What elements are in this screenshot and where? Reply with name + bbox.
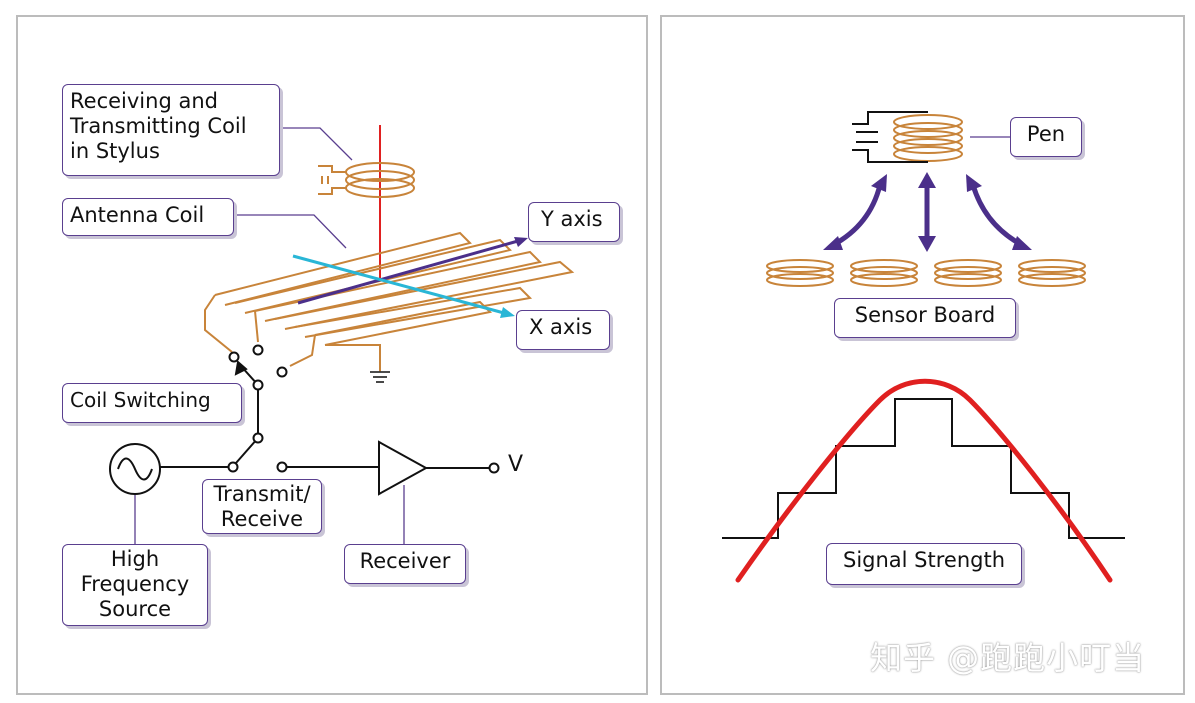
- amplifier-triangle-icon: [378, 440, 429, 496]
- stylus-coil-label-line-2: Transmitting Coil: [70, 114, 247, 138]
- sensor-board-label: Sensor Board: [834, 298, 1016, 338]
- transmit-receive-switch-icon: [227, 432, 288, 473]
- x-axis-label-text: X axis: [529, 315, 593, 339]
- hf-source-label-line-1: High: [110, 547, 160, 571]
- stylus-label-leader: [278, 127, 353, 161]
- y-axis-label: Y axis: [528, 202, 620, 242]
- stylus-coil-label-line-1: Receiving and: [70, 89, 218, 113]
- hf-source-label: High Frequency Source: [62, 544, 208, 626]
- x-axis-arrow: [292, 254, 505, 315]
- antenna-label-leader: [234, 214, 347, 249]
- sensor-coil-2-icon: [850, 259, 918, 287]
- stylus-coil-icon: [318, 162, 415, 198]
- receiver-label-text: Receiver: [359, 549, 451, 573]
- output-terminal: [488, 462, 500, 474]
- coil-switching-label-text: Coil Switching: [70, 388, 211, 412]
- arrowhead-right-down: [1012, 236, 1032, 250]
- pen-coil-icon: [852, 111, 963, 163]
- sensor-coil-3-icon: [934, 259, 1002, 287]
- pen-label-text: Pen: [1026, 122, 1066, 146]
- receiver-label: Receiver: [344, 544, 466, 584]
- x-axis-label: X axis: [516, 310, 610, 350]
- coil-switch-icon: [228, 344, 288, 438]
- ground-icon: [370, 371, 390, 383]
- pen-label: Pen: [1010, 117, 1082, 157]
- watermark-text: 知乎 @跑跑小叮当: [870, 639, 1146, 677]
- antenna-coil-label: Antenna Coil: [62, 198, 234, 236]
- y-axis-arrowhead: [514, 237, 528, 247]
- hf-source-label-line-2: Frequency: [80, 572, 190, 596]
- arrowhead-mid-up: [918, 172, 936, 188]
- signal-strength-curve: [735, 378, 1113, 583]
- output-voltage-label: V: [508, 452, 524, 477]
- hf-source-label-line-3: Source: [98, 597, 172, 621]
- stylus-coil-label: Receiving and Transmitting Coil in Stylu…: [62, 84, 280, 176]
- signal-strength-label-text: Signal Strength: [842, 548, 1006, 572]
- x-axis-arrowhead: [500, 307, 515, 318]
- y-axis-label-text: Y axis: [541, 207, 603, 231]
- coupling-arrows: [831, 183, 1024, 248]
- coil-switching-label: Coil Switching: [62, 383, 242, 423]
- arrowhead-left-up: [871, 174, 887, 192]
- antenna-coil-label-text: Antenna Coil: [70, 203, 205, 227]
- sensor-coils: [766, 259, 1086, 287]
- arrowhead-left-down: [823, 236, 843, 250]
- transmit-receive-label: Transmit/ Receive: [202, 479, 322, 534]
- transmit-receive-label-line-2: Receive: [220, 507, 304, 531]
- sensor-board-label-text: Sensor Board: [854, 303, 996, 327]
- sensor-coil-4-icon: [1018, 259, 1086, 287]
- arrowhead-mid-down: [918, 236, 936, 252]
- sensor-coil-1-icon: [766, 259, 834, 287]
- y-axis-arrow: [297, 239, 519, 305]
- signal-strength-label: Signal Strength: [826, 543, 1022, 585]
- arrowhead-right-up: [966, 174, 982, 192]
- stepped-signal: [722, 398, 1125, 539]
- sine-wave-source-icon: [109, 443, 161, 495]
- stylus-coil-label-line-3: in Stylus: [70, 139, 160, 163]
- transmit-receive-label-line-1: Transmit/: [213, 482, 311, 506]
